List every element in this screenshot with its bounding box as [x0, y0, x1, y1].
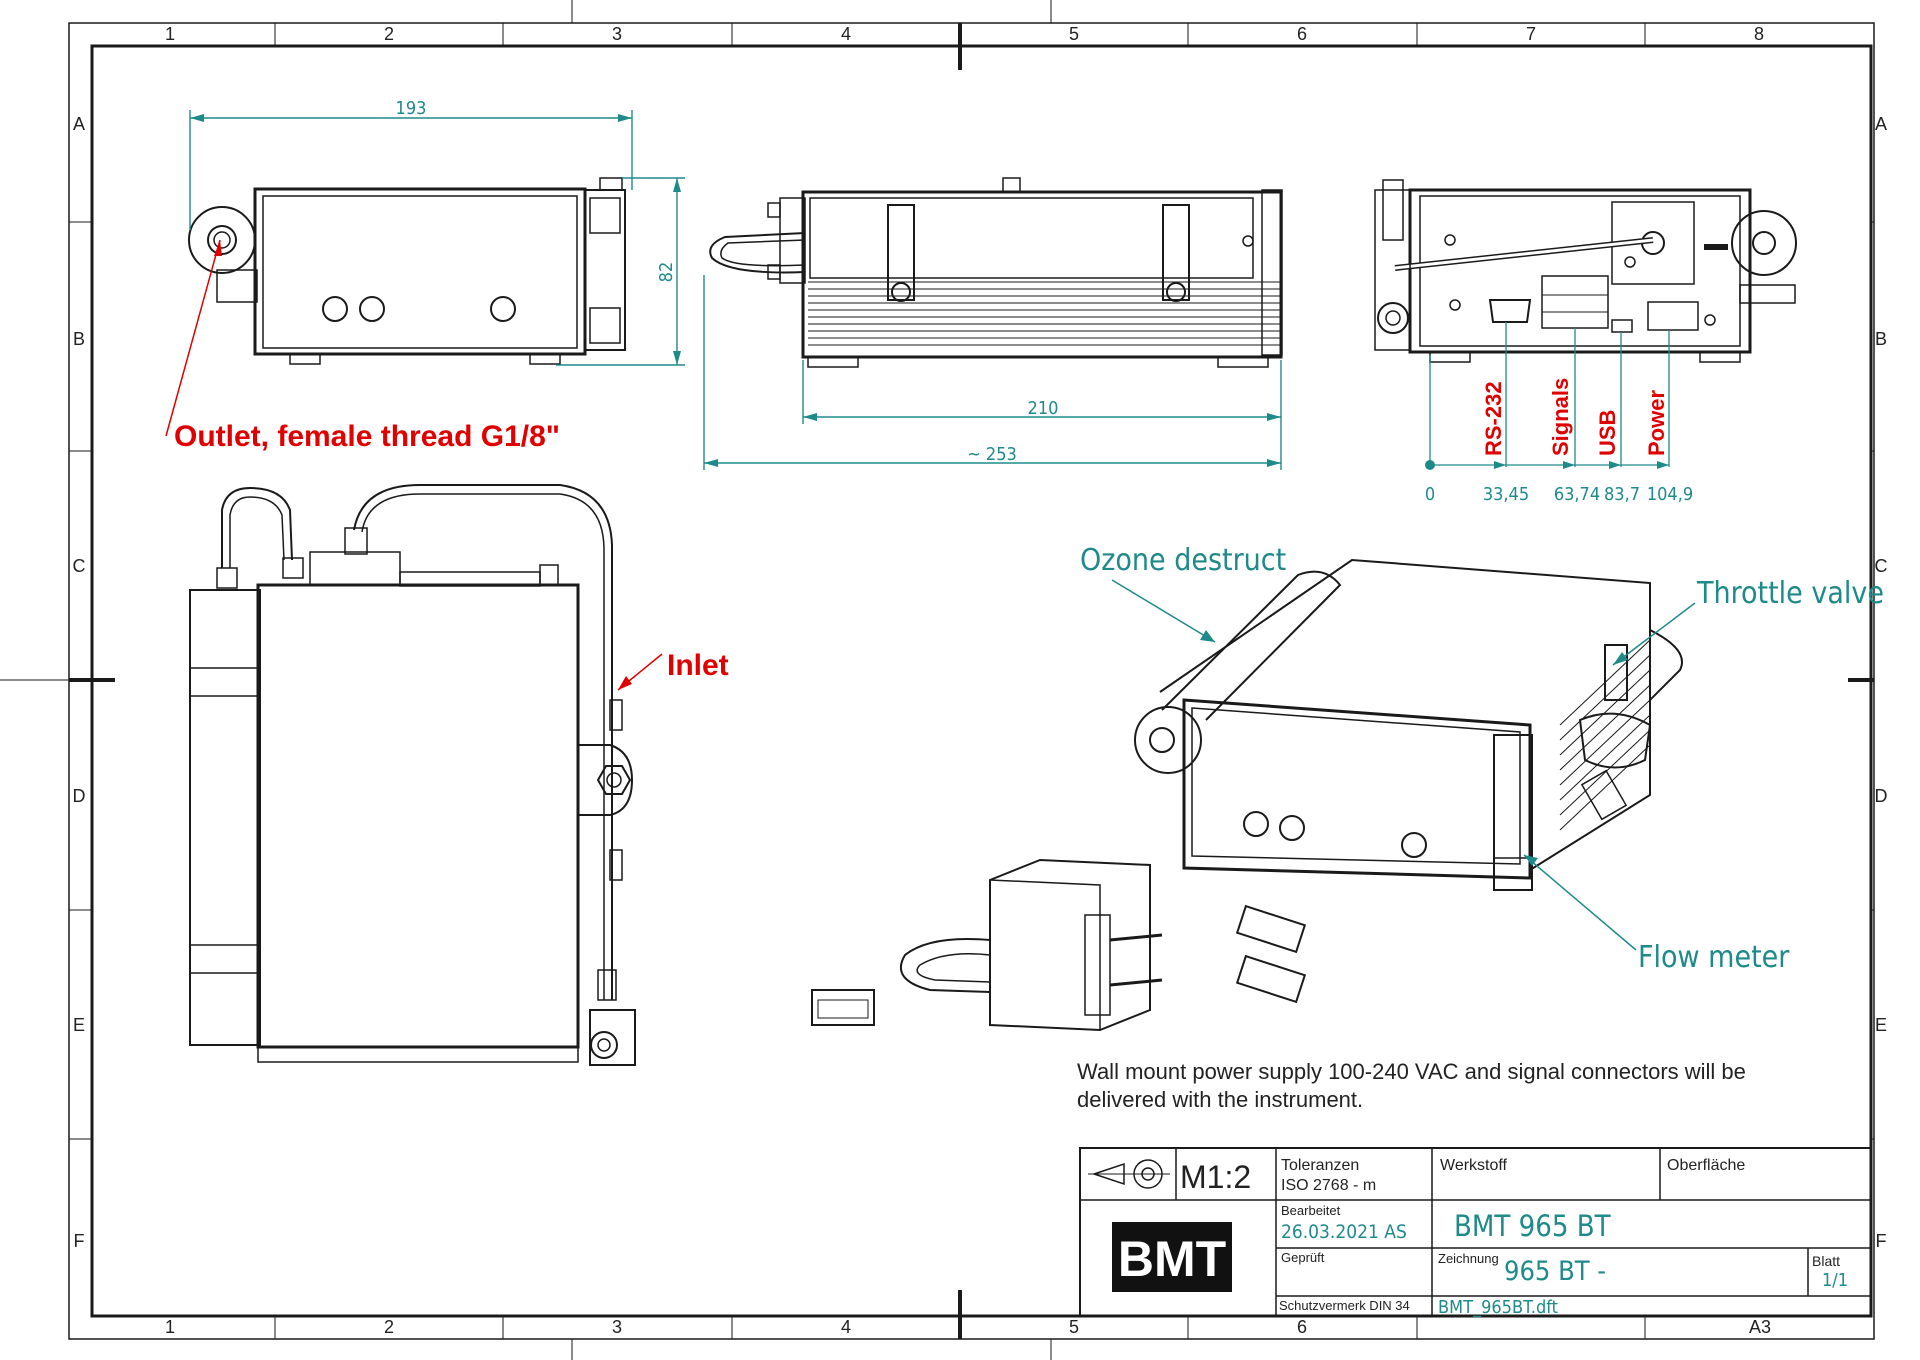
rear-dim-83: 83,7: [1604, 484, 1640, 505]
col-label: 6: [1297, 24, 1307, 44]
col-label: 2: [384, 24, 394, 44]
side-dimensions: 210 ~ 253: [703, 275, 1282, 470]
connector-rs232-label: RS-232: [1481, 381, 1506, 456]
drawing-number-value: 965 BT -: [1504, 1256, 1606, 1287]
sheet-format: A3: [1749, 1317, 1771, 1337]
edited-label: Bearbeitet: [1281, 1203, 1341, 1218]
signal-connectors: [1235, 904, 1307, 1004]
rear-dimensions: 0 33,45 63,74 83,7 104,9 RS-232 Signals …: [1425, 322, 1693, 505]
col-label: 6: [1297, 1317, 1307, 1337]
isometric-callouts: Ozone destruct Throttle valve Flow meter: [1080, 543, 1884, 975]
drawing-number-label: Zeichnung: [1438, 1251, 1499, 1266]
rear-dim-104: 104,9: [1647, 484, 1693, 505]
sheet-label: Blatt: [1812, 1253, 1840, 1269]
row-label: C: [1875, 556, 1888, 576]
rear-dim-63: 63,74: [1554, 484, 1600, 505]
row-label: F: [1876, 1231, 1887, 1251]
power-supply: [811, 858, 1163, 1032]
row-label: B: [1875, 329, 1887, 349]
col-label: 4: [841, 24, 851, 44]
row-label: A: [1875, 114, 1887, 134]
col-label: 7: [1526, 24, 1536, 44]
col-label: 3: [612, 1317, 622, 1337]
row-label: D: [73, 786, 86, 806]
tolerance-label: Toleranzen: [1281, 1157, 1359, 1174]
outlet-callout: Outlet, female thread G1/8": [165, 239, 560, 453]
row-labels: A B C D E F A B C D E F: [73, 114, 1888, 1251]
col-label: 1: [165, 1317, 175, 1337]
checked-label: Geprüft: [1281, 1250, 1325, 1265]
row-label: F: [74, 1231, 85, 1251]
col-label: 2: [384, 1317, 394, 1337]
top-view: [189, 484, 636, 1066]
connector-power-label: Power: [1644, 390, 1669, 456]
col-label: 1: [165, 24, 175, 44]
connector-signals-label: Signals: [1548, 378, 1573, 456]
tolerance-value: ISO 2768 - m: [1281, 1177, 1376, 1194]
drawing-title: BMT 965 BT: [1454, 1209, 1612, 1243]
col-label: 4: [841, 1317, 851, 1337]
front-dimensions: 193 82: [189, 98, 685, 366]
row-label: E: [1875, 1015, 1887, 1035]
ozone-destruct-label: Ozone destruct: [1080, 543, 1286, 578]
rear-view: [1374, 179, 1797, 363]
edited-value: 26.03.2021 AS: [1281, 1221, 1407, 1243]
row-label: E: [73, 1015, 85, 1035]
row-label: B: [73, 329, 85, 349]
col-label: 5: [1069, 1317, 1079, 1337]
note-line-2: delivered with the instrument.: [1077, 1087, 1363, 1112]
row-label: A: [73, 114, 85, 134]
outlet-label: Outlet, female thread G1/8": [174, 420, 560, 453]
dim-253: ~ 253: [967, 444, 1017, 465]
side-view: [709, 177, 1283, 368]
dim-height-82: 82: [656, 262, 677, 283]
surface-label: Oberfläche: [1667, 1157, 1745, 1174]
inlet-label: Inlet: [667, 649, 729, 682]
rear-dim-0: 0: [1425, 484, 1435, 505]
col-label: 3: [612, 24, 622, 44]
column-labels: 1 2 3 4 5 6 7 8 1 2 3 4 5 6: [165, 24, 1764, 1337]
dim-210: 210: [1028, 398, 1059, 419]
col-label: 8: [1754, 24, 1764, 44]
bmt-logo: BMT: [1118, 1231, 1226, 1287]
rear-dim-33: 33,45: [1483, 484, 1529, 505]
row-label: D: [1875, 786, 1888, 806]
file-name: BMT_965BT.dft: [1438, 1297, 1558, 1318]
note-line-1: Wall mount power supply 100-240 VAC and …: [1077, 1059, 1746, 1084]
scale-value: M1:2: [1180, 1159, 1251, 1195]
throttle-valve-label: Throttle valve: [1696, 576, 1884, 611]
col-label: 5: [1069, 24, 1079, 44]
inlet-callout: Inlet: [617, 649, 729, 691]
protection-label: Schutzvermerk DIN 34: [1279, 1298, 1410, 1313]
dim-width-193: 193: [396, 98, 427, 119]
isometric-view: [1134, 558, 1683, 891]
flow-meter-label: Flow meter: [1638, 940, 1790, 975]
sheet-value: 1/1: [1822, 1270, 1848, 1291]
row-label: C: [73, 556, 86, 576]
title-block: M1:2 Toleranzen ISO 2768 - m Werkstoff O…: [1079, 1147, 1872, 1337]
material-label: Werkstoff: [1440, 1157, 1508, 1174]
connector-usb-label: USB: [1595, 410, 1620, 456]
front-view: [188, 177, 626, 365]
